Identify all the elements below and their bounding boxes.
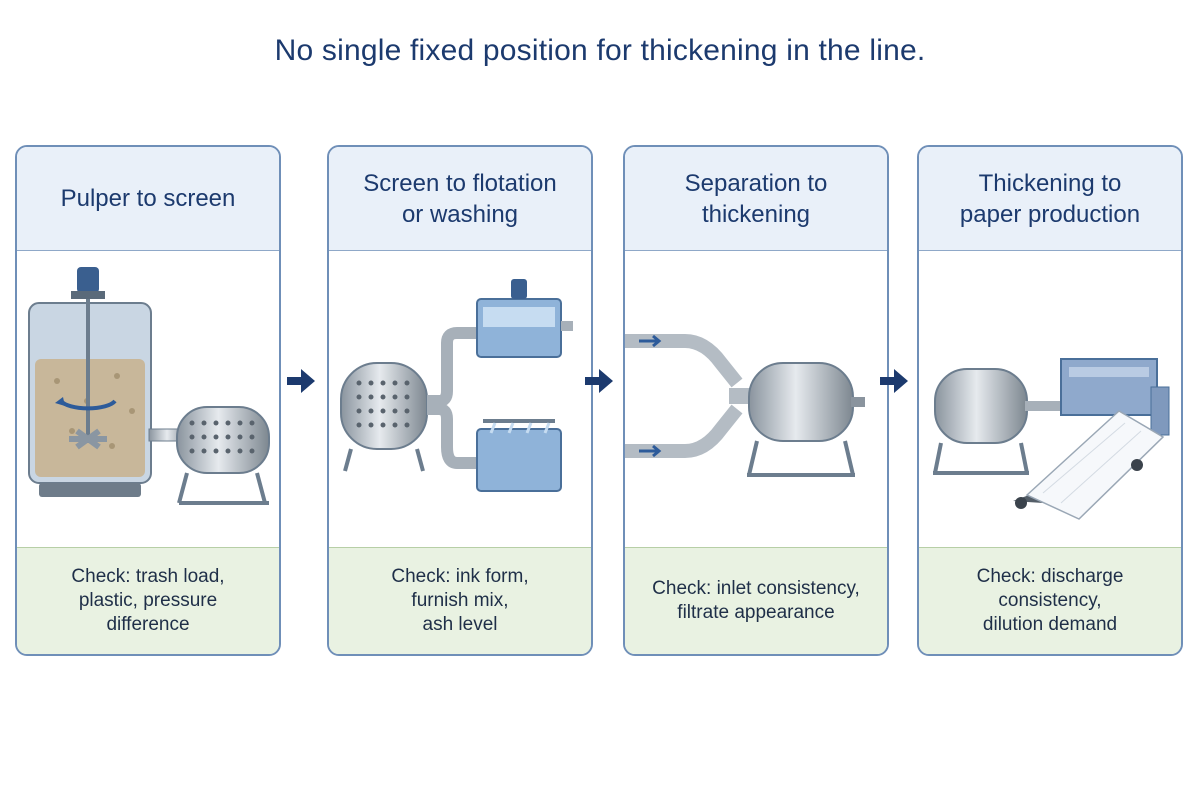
stage-card-screen-to-flotation-or-washing: Screen to flotation or washing xyxy=(327,145,593,656)
flow-arrow-icon xyxy=(287,369,315,393)
stage-check-line: Check: ink form, xyxy=(391,566,529,587)
separation-into-thickener-icon xyxy=(625,251,887,549)
stage-heading-line: thickening xyxy=(701,200,811,228)
stage-heading-line: paper production xyxy=(959,200,1141,228)
stage-check-line: plastic, pressure xyxy=(78,590,218,611)
stage-heading: Screen to flotation or washing xyxy=(329,147,591,251)
page-title: No single fixed position for thickening … xyxy=(274,34,926,67)
stage-check-line: filtrate appearance xyxy=(677,602,835,623)
stage-check-line: Check: trash load, xyxy=(71,566,225,587)
stage-heading-line: Thickening to xyxy=(978,169,1122,197)
stage-card-separation-to-thickening: Separation to thickening Check: inlet co… xyxy=(623,145,889,656)
stage-heading-line: or washing xyxy=(401,200,519,228)
thickener-to-paper-machine-icon xyxy=(919,251,1181,549)
stage-check-line: dilution demand xyxy=(982,614,1118,635)
stage-card-pulper-to-screen: Pulper to screen xyxy=(15,145,281,656)
stage-check-line: Check: discharge consistency, xyxy=(976,566,1124,611)
stage-heading-line: Pulper to screen xyxy=(60,185,236,212)
pulper-and-screen-icon xyxy=(17,251,279,549)
stage-heading-line: Separation to xyxy=(684,169,828,197)
flow-arrow-icon xyxy=(585,369,613,393)
stage-heading: Pulper to screen xyxy=(17,147,279,251)
stage-heading: Separation to thickening xyxy=(625,147,887,251)
stage-check-line: furnish mix, xyxy=(411,590,509,611)
stage-heading-line: Screen to flotation xyxy=(363,169,557,197)
stage-heading: Thickening to paper production xyxy=(919,147,1181,251)
stage-check: Check: ink form, furnish mix, ash level xyxy=(329,547,591,654)
stage-check: Check: inlet consistency, filtrate appea… xyxy=(625,547,887,654)
screen-with-flotation-and-washing-icon xyxy=(329,251,591,549)
stage-card-thickening-to-paper-production: Thickening to paper production xyxy=(917,145,1183,656)
flow-arrow-icon xyxy=(880,369,908,393)
stage-check-line: ash level xyxy=(422,614,498,635)
stage-check-line: Check: inlet consistency, xyxy=(652,578,860,599)
stage-check: Check: trash load, plastic, pressure dif… xyxy=(17,547,279,654)
stage-check-line: difference xyxy=(106,614,190,635)
stage-check: Check: discharge consistency, dilution d… xyxy=(919,547,1181,654)
